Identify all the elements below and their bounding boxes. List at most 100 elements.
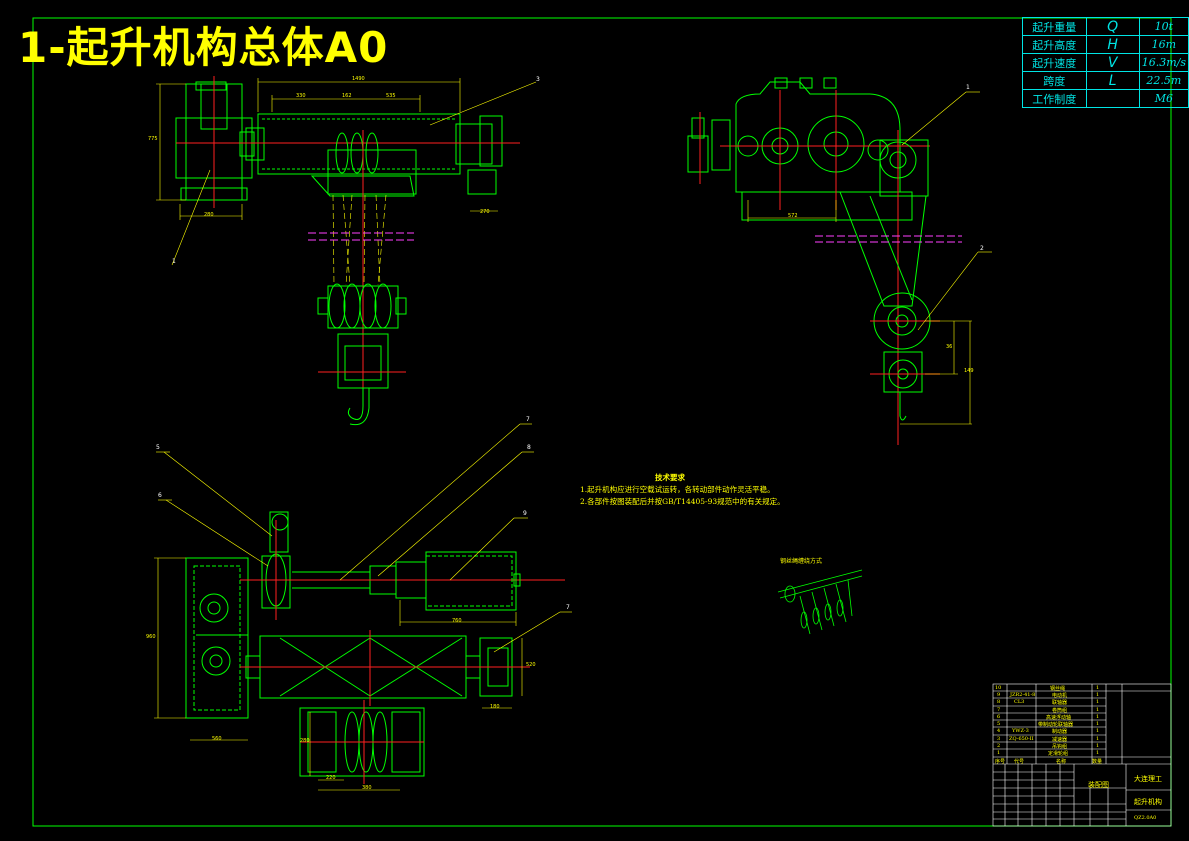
- bom-qty: 1: [1096, 721, 1100, 727]
- bom-code: CL3: [1014, 699, 1025, 705]
- bom-no: 4: [997, 728, 1001, 734]
- callout-label: 3: [536, 76, 540, 83]
- dim-text: 380: [362, 785, 372, 791]
- bom-qty: 1: [1096, 750, 1100, 756]
- side-view-dimensions: [747, 91, 992, 425]
- param-label: 起升重量: [1022, 17, 1087, 36]
- bom-header: 代号: [1014, 759, 1025, 765]
- param-row: 起升速度 V 16.3m/s: [1022, 53, 1189, 72]
- bom-no: 3: [997, 736, 1001, 742]
- param-symbol: H: [1085, 35, 1140, 54]
- dim-text: 560: [212, 736, 222, 742]
- technical-requirements: 技术要求 1.起升机构应进行空载试运转，各转动部件动作灵活平稳。 2.各部件按图…: [580, 472, 785, 508]
- callout-label: 7: [526, 416, 530, 423]
- callout-label: 9: [523, 510, 527, 517]
- bom-code: ZQ-650-II: [1009, 736, 1034, 742]
- dim-text: 775: [148, 136, 158, 142]
- dim-text: 36: [946, 344, 953, 350]
- dim-text: 162: [342, 93, 352, 99]
- bom-qty: 1: [1096, 685, 1100, 691]
- param-value: 16m: [1138, 35, 1189, 54]
- bom-code: JZR2-41-8: [1010, 692, 1036, 698]
- param-label: 起升高度: [1022, 35, 1087, 54]
- drawing-title: 1-起升机构总体A0: [18, 23, 389, 72]
- dim-text: 180: [490, 704, 500, 710]
- dim-text: 760: [452, 618, 462, 624]
- bom-no: 7: [997, 707, 1001, 713]
- plan-view: [185, 511, 565, 784]
- bom-header: 序号: [995, 759, 1006, 765]
- front-view: [175, 76, 520, 426]
- bom-qty: 1: [1096, 743, 1100, 749]
- bom-qty: 1: [1096, 736, 1100, 742]
- rope-detail-label: 钢丝绳缠绕方式: [780, 558, 823, 565]
- bom-no: 10: [995, 685, 1002, 691]
- bom-name: 联轴器: [1052, 700, 1068, 706]
- drawing-frame: [32, 17, 1172, 827]
- bom-name: 卷筒组: [1052, 708, 1068, 714]
- param-symbol: L: [1085, 71, 1140, 90]
- callout-label: 6: [158, 492, 162, 499]
- param-row: 跨度 L 22.5m: [1022, 71, 1189, 90]
- title-block-drawing-no: QZ2.0A0: [1134, 815, 1157, 821]
- dim-text: 280: [300, 738, 310, 744]
- bom-no: 5: [997, 721, 1001, 727]
- param-row: 起升重量 Q 10t: [1022, 17, 1189, 36]
- bom-name: 电动机: [1052, 693, 1068, 699]
- bom-header: 数量: [1092, 759, 1103, 765]
- dim-text: 572: [788, 213, 798, 219]
- param-label: 跨度: [1022, 71, 1087, 90]
- plan-view-dimensions: [154, 423, 572, 791]
- bom-no: 9: [997, 692, 1001, 698]
- dim-text: 330: [296, 93, 306, 99]
- dim-text: 270: [480, 209, 490, 215]
- param-row: 起升高度 H 16m: [1022, 35, 1189, 54]
- param-label: 工作制度: [1022, 89, 1087, 108]
- side-view: [687, 77, 962, 445]
- dim-text: 220: [326, 775, 336, 781]
- param-symbol: Q: [1085, 17, 1140, 36]
- title-block-drawing-name: 起升机构: [1134, 798, 1162, 806]
- bom-header: 名称: [1056, 759, 1067, 765]
- dim-text: 520: [526, 662, 536, 668]
- callout-label: 5: [156, 444, 160, 451]
- tech-item: 2.各部件按图装配后并按GB/T14405-93规范中的有关规定。: [580, 497, 785, 506]
- bom-no: 6: [997, 714, 1001, 720]
- rope-detail: [777, 569, 863, 635]
- param-value: 22.5m: [1138, 71, 1189, 90]
- bom-qty: 1: [1096, 714, 1100, 720]
- bom-qty: 1: [1096, 728, 1100, 734]
- dim-text: 149: [964, 368, 974, 374]
- callout-label: 1: [172, 258, 176, 265]
- param-symbol: [1085, 89, 1140, 108]
- bom-name: 吊钩组: [1052, 744, 1068, 750]
- bom-qty: 1: [1096, 707, 1100, 713]
- callout-label: 1: [966, 84, 970, 91]
- front-view-dimensions: [156, 78, 537, 266]
- callout-label: 8: [527, 444, 531, 451]
- bom-code: YWZ-3: [1012, 728, 1029, 734]
- bom-name: 减速器: [1052, 737, 1068, 743]
- tech-item: 1.起升机构应进行空载试运转，各转动部件动作灵活平稳。: [580, 485, 775, 494]
- tech-heading: 技术要求: [655, 473, 685, 482]
- title-block-drawing-type: 装配图: [1088, 781, 1109, 789]
- parameter-table: 起升重量 Q 10t 起升高度 H 16m 起升速度 V 16.3m/s 跨度 …: [1022, 17, 1189, 108]
- dim-text: 280: [204, 212, 214, 218]
- param-row: 工作制度 M6: [1022, 89, 1189, 108]
- bom-qty: 1: [1096, 692, 1100, 698]
- dim-text: 960: [146, 634, 156, 640]
- title-block: [992, 683, 1172, 827]
- param-label: 起升速度: [1022, 53, 1087, 72]
- bom-name: 制动器: [1052, 729, 1068, 735]
- bom-no: 8: [997, 699, 1001, 705]
- param-value: 10t: [1138, 17, 1189, 36]
- bom-name: 钢丝绳: [1050, 686, 1066, 692]
- dim-text: 1490: [352, 76, 365, 82]
- callout-label: 7: [566, 604, 570, 611]
- title-block-school: 大连理工: [1134, 775, 1162, 783]
- bom-name: 带制动轮联轴器: [1038, 722, 1074, 728]
- bom-qty: 1: [1096, 699, 1100, 705]
- param-value: M6: [1138, 89, 1189, 108]
- bom-name: 定滑轮组: [1048, 751, 1069, 757]
